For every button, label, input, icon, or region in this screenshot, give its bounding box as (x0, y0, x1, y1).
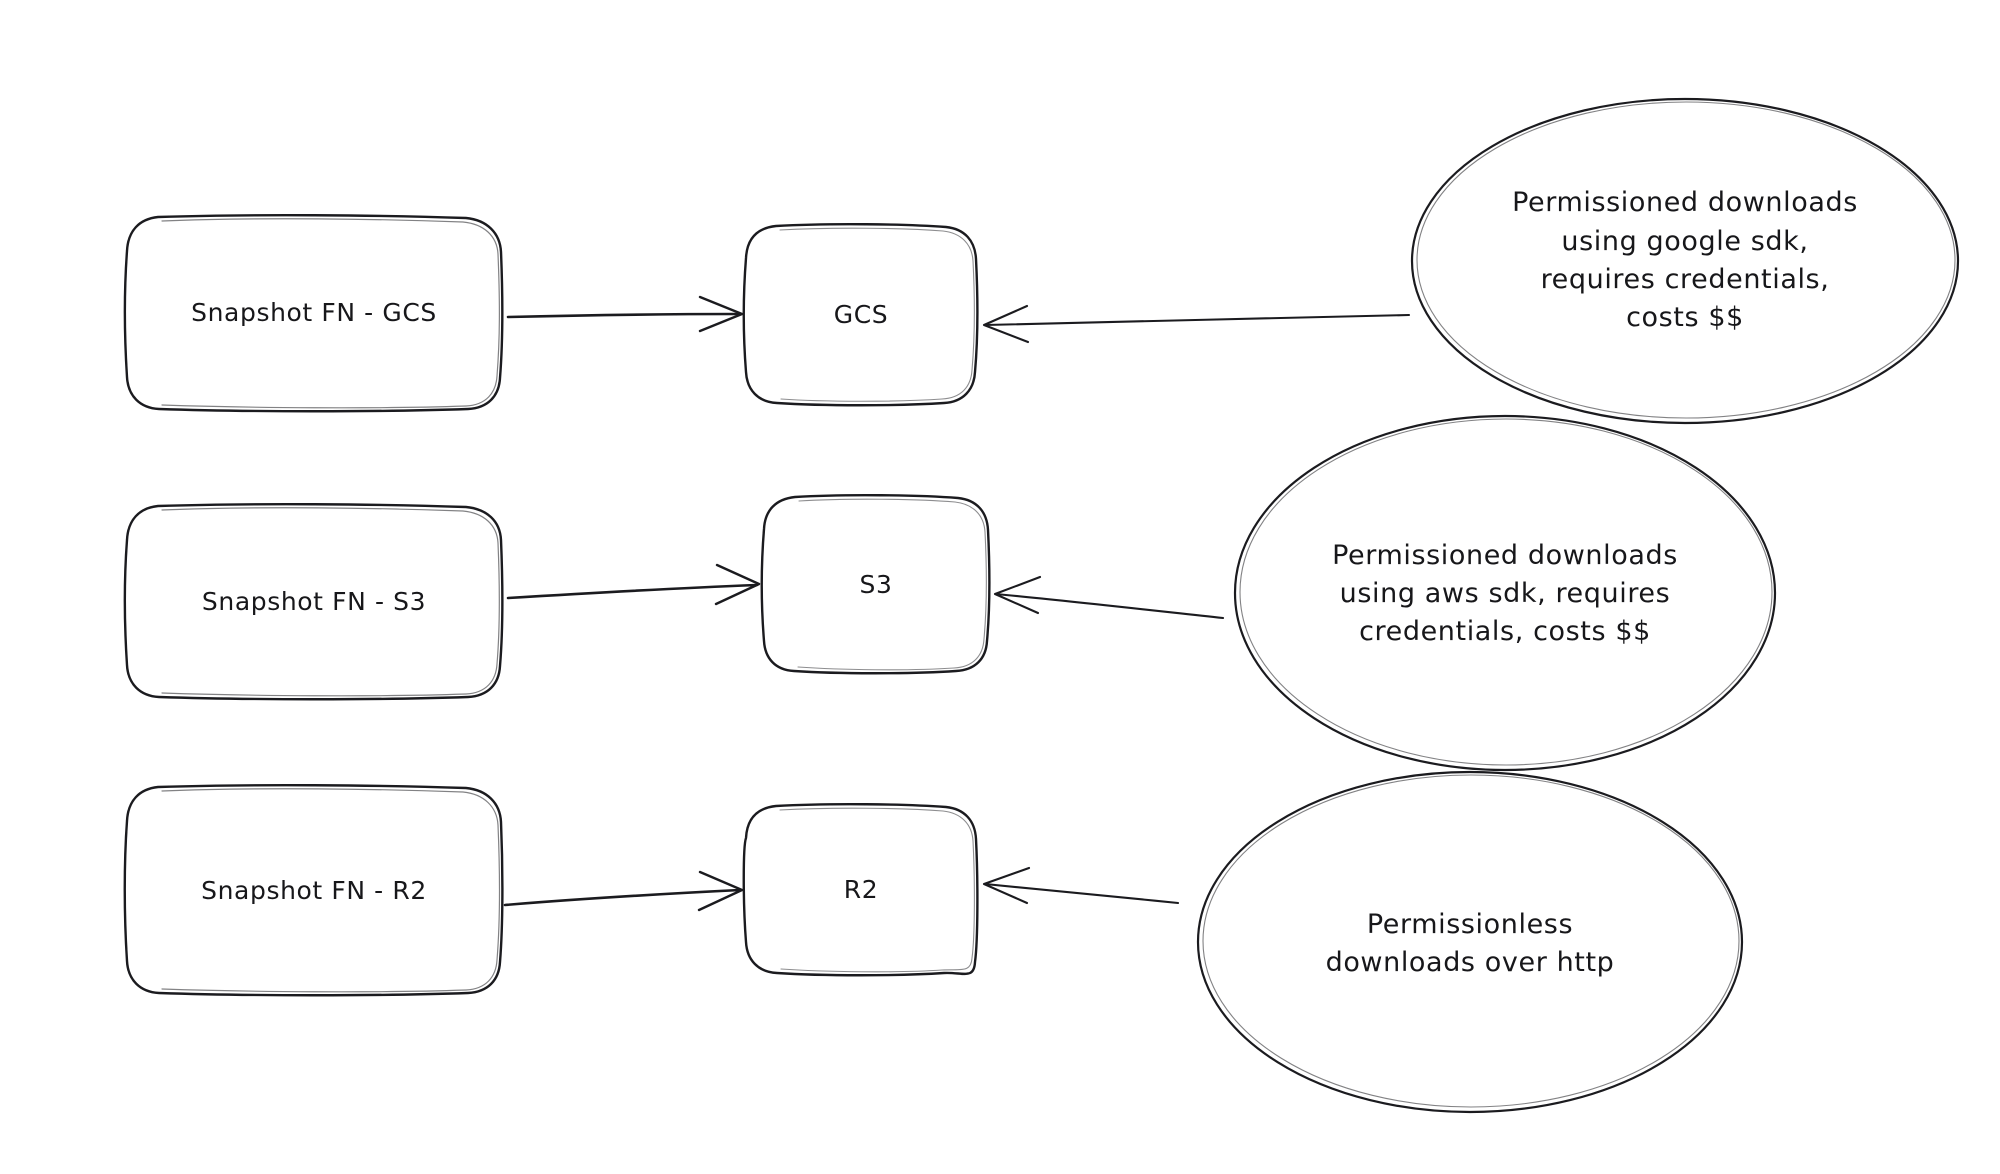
node-shape-snapshot-fn-gcs[interactable] (123, 213, 504, 413)
node-shape-r2[interactable] (742, 802, 979, 977)
arrow-snapshot-fn-gcs-to-gcs (506, 295, 744, 333)
note-shape-r2[interactable] (1196, 770, 1744, 1114)
node-shape-s3[interactable] (760, 493, 991, 675)
node-shape-snapshot-fn-r2[interactable] (123, 783, 504, 997)
note-shape-gcs[interactable] (1410, 97, 1960, 425)
note-shape-s3[interactable] (1233, 414, 1777, 772)
node-shape-snapshot-fn-s3[interactable] (123, 502, 504, 701)
arrow-note-s3-to-s3 (993, 575, 1225, 620)
arrow-snapshot-fn-s3-to-s3 (506, 563, 761, 606)
arrow-note-r2-to-r2 (982, 866, 1180, 905)
arrow-note-gcs-to-gcs (982, 304, 1411, 344)
arrow-snapshot-fn-r2-to-r2 (503, 870, 744, 912)
node-shape-gcs[interactable] (742, 222, 979, 407)
